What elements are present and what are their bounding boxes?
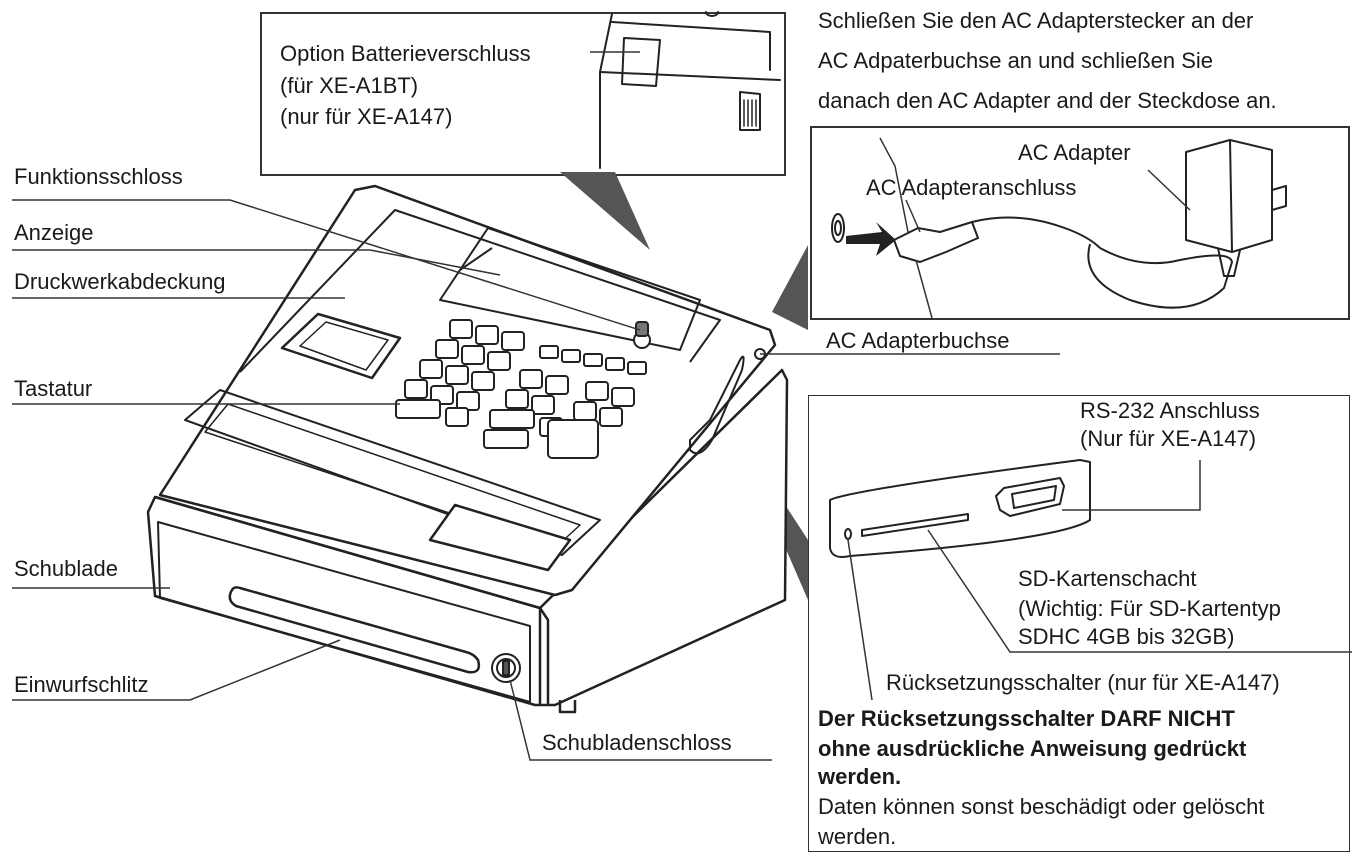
battery-label-3: (nur für XE-A147) [280,104,453,129]
rs232-label-1: RS-232 Anschluss [1080,398,1260,423]
leader-anschluss-b [905,199,921,233]
drawer-lock-shape [491,653,521,683]
leader-sd [927,529,1352,653]
battery-callout-wedge [560,172,650,250]
einwurfschlitz-label: Einwurfschlitz [14,672,149,697]
warning-line-3: werden. [818,764,902,789]
leader-adapter [1147,169,1191,211]
sd-label-1: SD-Kartenschacht [1018,566,1197,591]
druckwerk-label: Druckwerkabdeckung [14,269,226,294]
leader-rs232 [1062,460,1201,511]
battery-label-1: Option Batterieverschluss [280,41,531,66]
warning-line-2: ohne ausdrückliche Anweisung gedrückt [818,736,1247,761]
leader-einwurfschlitz [12,639,341,701]
anzeige-label: Anzeige [14,220,94,245]
warning-line-4: Daten können sonst beschädigt oder gelös… [818,794,1265,819]
adapter-instruction-3: danach den AC Adapter and der Steckdose … [818,88,1277,113]
schubladenschloss-label: Schubladenschloss [542,730,732,755]
leader-schubladenschloss [509,679,772,761]
schublade-label: Schublade [14,556,118,581]
battery-inset [260,12,786,176]
funktionsschloss-label: Funktionsschloss [14,164,183,189]
sd-label-3: SDHC 4GB bis 32GB) [1018,624,1235,649]
rs232-label-2: (Nur für XE-A147) [1080,426,1257,451]
battery-label-2: (für XE-A1BT) [280,73,419,98]
sd-label-2: (Wichtig: Für SD-Kartentyp [1018,596,1281,621]
leader-anzeige [12,249,501,276]
adapter-instruction-1: Schließen Sie den AC Adapterstecker an d… [818,8,1254,33]
warning-line-5: werden. [818,824,897,849]
reset-label: Rücksetzungsschalter (nur für XE-A147) [886,670,1280,695]
leader-funktionsschloss [12,199,641,331]
ac-adapterbuchse-label: AC Adapterbuchse [826,328,1010,353]
adapter-callout-wedge [772,245,808,330]
ac-adapter-label: AC Adapter [1018,140,1131,165]
leader-anschluss-a [879,137,909,233]
leader-reset [847,539,873,701]
adapter-instruction-2: AC Adpaterbuchse an und schließen Sie [818,48,1214,73]
leader-anschluss-c [915,259,933,319]
ac-adapteranschluss-label: AC Adapteranschluss [866,175,1077,200]
tastatur-label: Tastatur [14,376,93,401]
warning-line-1: Der Rücksetzungsschalter DARF NICHT [818,706,1235,731]
